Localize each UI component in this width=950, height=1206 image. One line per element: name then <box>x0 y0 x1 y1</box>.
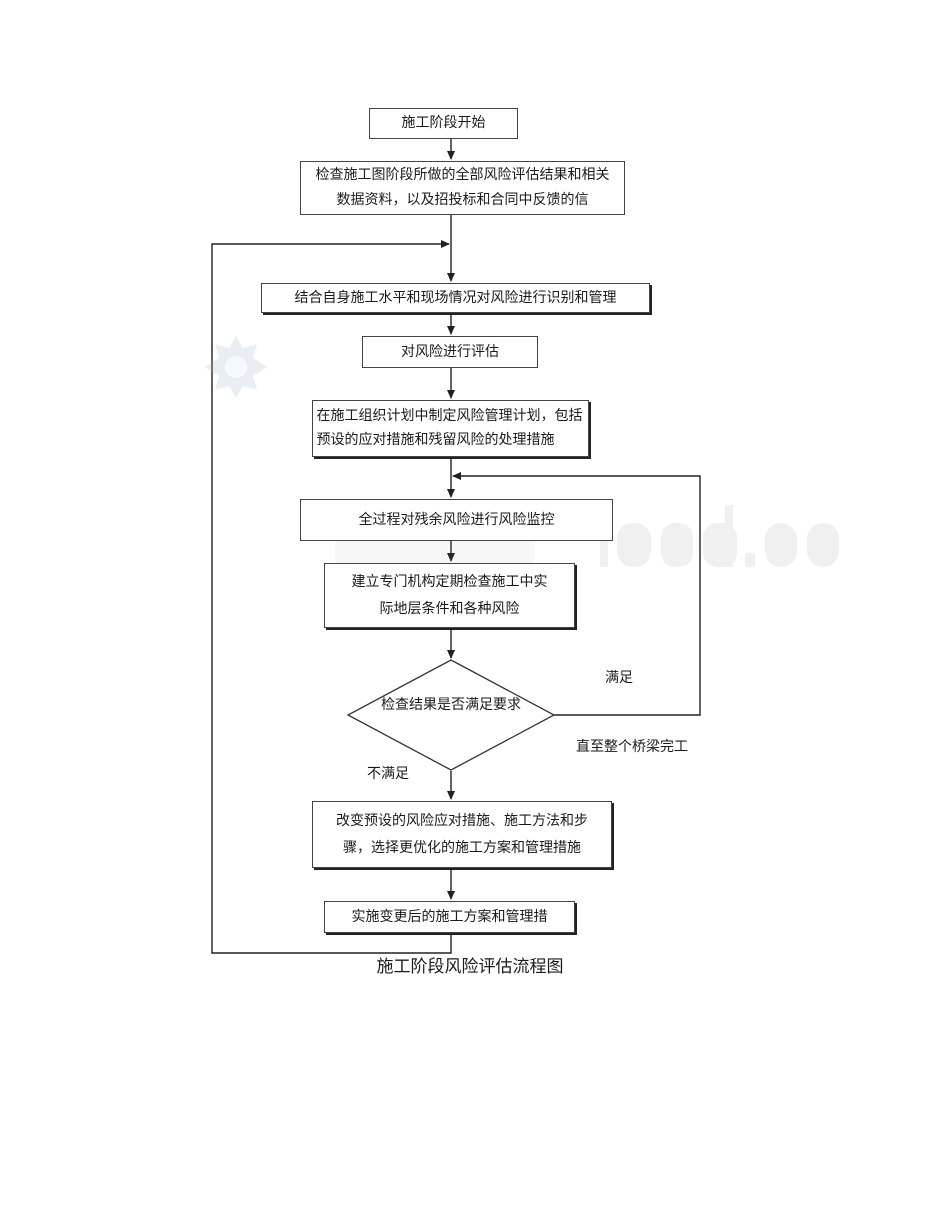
change-box: 改变预设的风险应对措施、施工方法和步骤，选择更优化的施工方案和管理措施 <box>312 801 612 868</box>
snowflake-watermark-icon <box>205 336 267 398</box>
plan-box: 在施工组织计划中制定风险管理计划，包括预设的应对措施和残留风险的处理措施 <box>312 400 589 457</box>
implement-box: 实施变更后的施工方案和管理措 <box>324 901 575 933</box>
inspect-box: 建立专门机构定期检查施工中实际地层条件和各种风险 <box>324 563 575 628</box>
satisfied-label: 满足 <box>605 670 633 686</box>
diagram-caption: 施工阶段风险评估流程图 <box>376 957 564 977</box>
plan-text: 在施工组织计划中制定风险管理计划，包括预设的应对措施和残留风险的处理措施 <box>316 408 583 448</box>
until-complete-label: 直至整个桥梁完工 <box>576 739 688 755</box>
decision-diamond <box>346 659 556 771</box>
satisfied-loop-line <box>452 472 701 716</box>
decision-label: 检查结果是否满足要求 <box>381 697 521 713</box>
assess-box: 对风险进行评估 <box>362 336 538 368</box>
monitor-box: 全过程对残余风险进行风险监控 <box>300 499 613 541</box>
identify-box: 结合自身施工水平和现场情况对风险进行识别和管理 <box>261 283 650 313</box>
check-docs-box: 检查施工图阶段所做的全部风险评估结果和相关数据资料，以及招投标和合同中反馈的信 <box>300 161 625 215</box>
not-satisfied-label: 不满足 <box>367 766 409 782</box>
faint-watermark-logo <box>335 505 839 567</box>
loop-back-line <box>211 240 452 954</box>
start-box: 施工阶段开始 <box>369 108 518 139</box>
